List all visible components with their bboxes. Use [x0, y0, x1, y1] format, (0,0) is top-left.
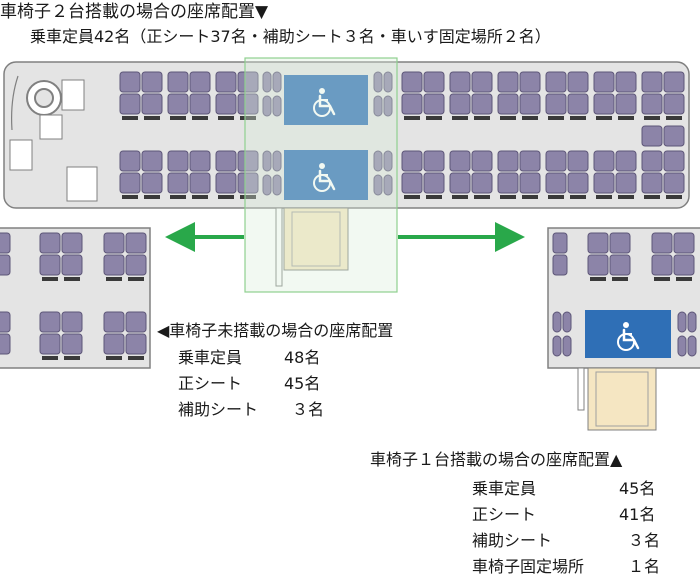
row-label: 正シート — [178, 374, 243, 393]
wheelchair-area-highlight — [244, 57, 398, 293]
row-value: 45名 — [619, 479, 656, 498]
title-two-wheelchairs: 車椅子２台搭載の場合の座席配置▼ — [0, 2, 269, 22]
row-label: 乗車定員 — [178, 348, 243, 367]
row-label: 乗車定員 — [472, 479, 537, 498]
row-value: 45名 — [284, 374, 321, 393]
row-value: １名 — [628, 557, 661, 576]
arrow-left-icon — [165, 222, 244, 252]
row-value: ３名 — [292, 400, 325, 419]
arrow-right-icon — [398, 222, 525, 252]
capacity-two-wheelchairs: 乗車定員42名（正シート37名・補助シート３名・車いす固定場所２名） — [30, 27, 551, 46]
row-value: 48名 — [284, 348, 321, 367]
row-label: 補助シート — [472, 531, 553, 550]
bus-two-wheelchairs — [3, 57, 690, 293]
bus-no-wheelchair — [0, 227, 151, 369]
row-value: 41名 — [619, 505, 656, 524]
row-label: 補助シート — [178, 400, 259, 419]
row-value: ３名 — [628, 531, 661, 550]
heading-no-wheelchair: ◀車椅子未搭載の場合の座席配置 — [157, 321, 394, 340]
row-label: 正シート — [472, 505, 537, 524]
bus-one-wheelchair — [547, 227, 700, 431]
row-label: 車椅子固定場所 — [472, 557, 585, 576]
heading-one-wheelchair: 車椅子１台搭載の場合の座席配置▲ — [370, 450, 623, 469]
